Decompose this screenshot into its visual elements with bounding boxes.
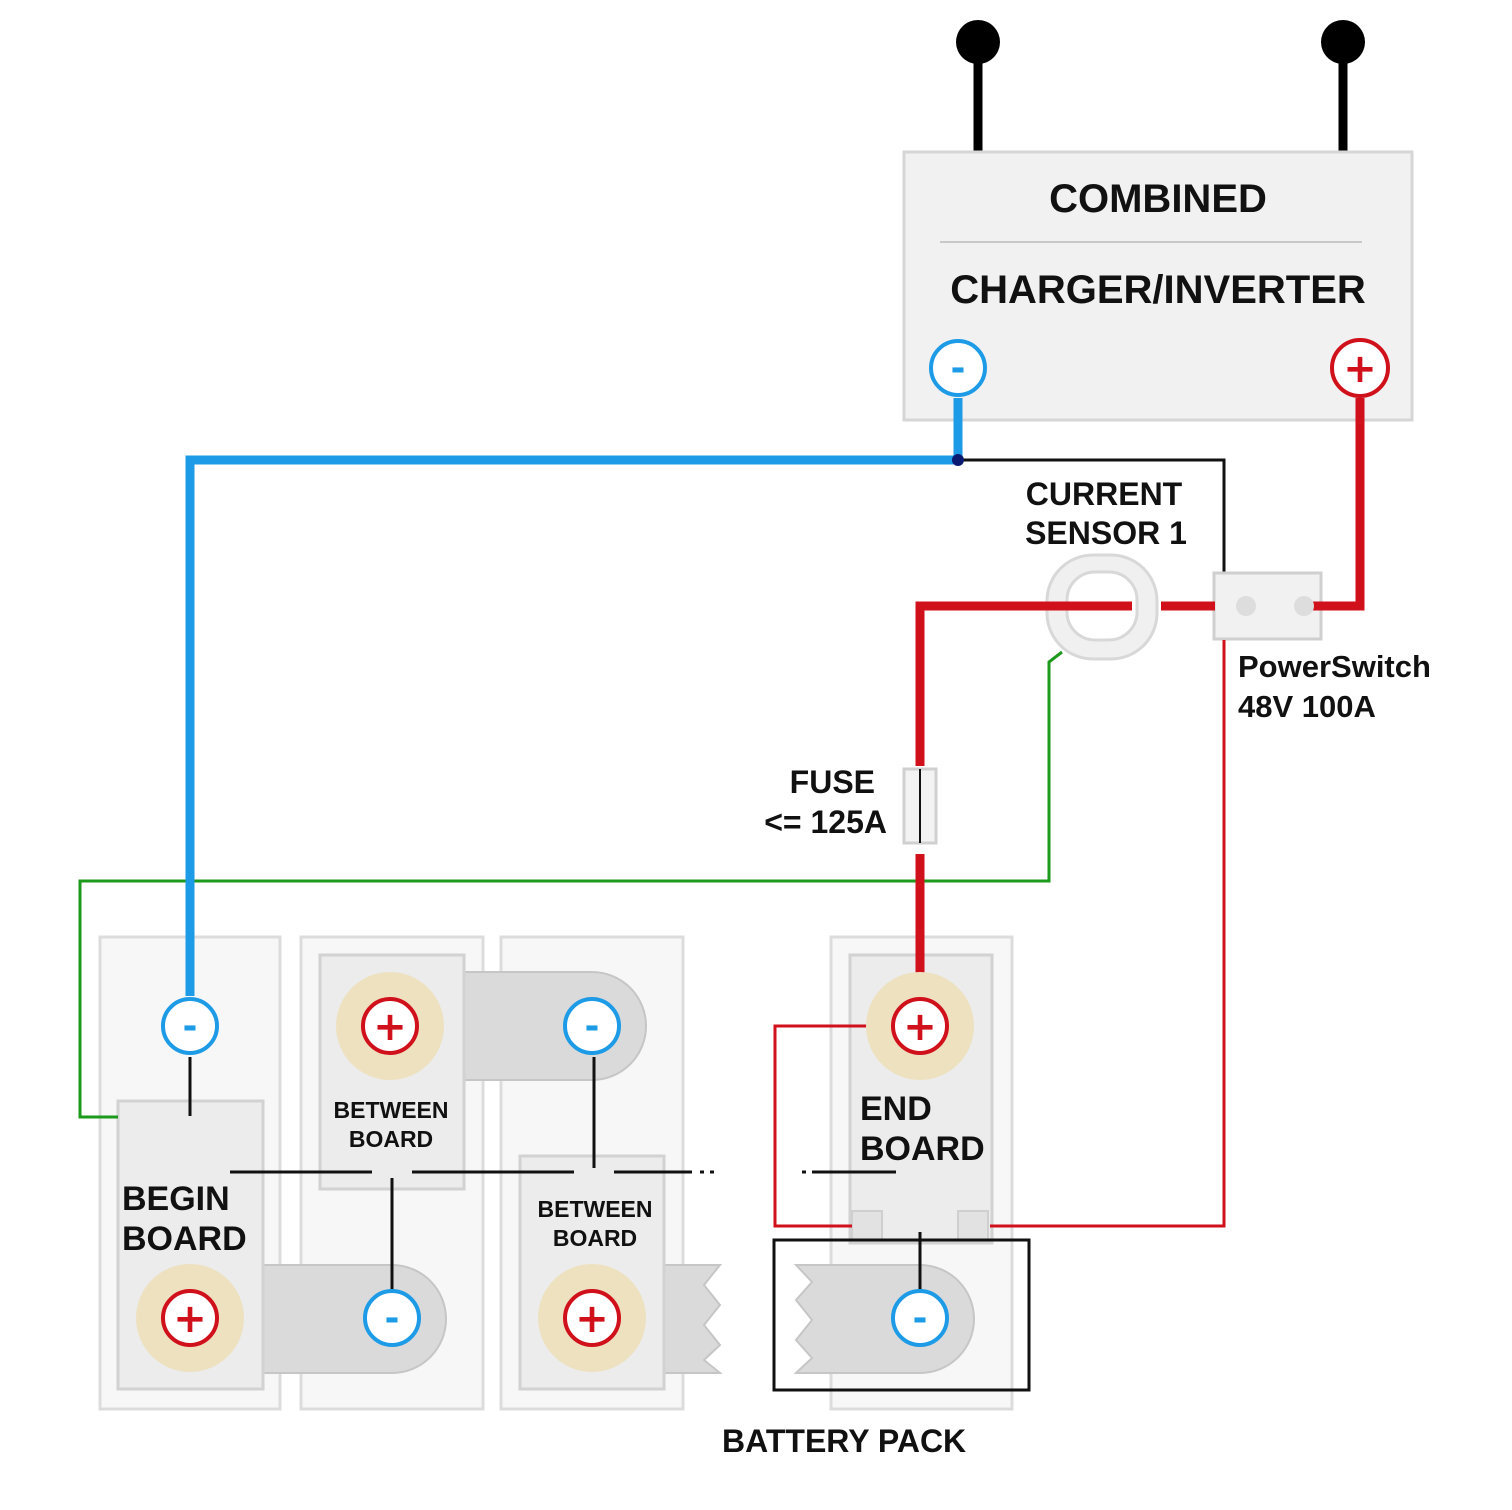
switch-to-endboard-wire (990, 640, 1226, 1228)
between-1-positive-symbol: + (373, 1004, 407, 1050)
charger-negative-terminal (929, 339, 987, 397)
charger-title-line1: COMBINED (1049, 177, 1267, 221)
charger-box (902, 150, 1414, 422)
current-sensor-signal-wire (78, 650, 1063, 1119)
between-board-1-label-line1: BETWEEN (334, 1097, 449, 1123)
thin-red-wires (773, 640, 1226, 1228)
power-switch-label-line2: 48V 100A (1238, 689, 1376, 724)
charger-positive-terminal (1330, 338, 1390, 398)
between-1-negative-terminal (563, 997, 621, 1055)
endboard-positive-sense-wire (773, 1024, 894, 1228)
power-switch-contact-right (1294, 596, 1314, 616)
between-2-negative-terminal (363, 1289, 421, 1347)
between-2-negative-symbol: - (385, 1298, 400, 1339)
between-1-negative-symbol: - (585, 1006, 600, 1047)
end-positive-terminal (891, 997, 949, 1055)
fuse-label-line2: <= 125A (764, 804, 887, 840)
terminals: + + + + - - - - (136, 972, 974, 1372)
begin-positive-symbol: + (173, 1296, 207, 1342)
begin-board-label-line2: BOARD (122, 1220, 247, 1258)
fuse-label-line1: FUSE (790, 764, 875, 800)
positive-cable-sensor-to-fuse (915, 601, 1132, 766)
between-board-1-label-line2: BOARD (349, 1126, 433, 1152)
between-board-2-label-line1: BETWEEN (538, 1196, 653, 1222)
end-board-connector-left (851, 1210, 883, 1242)
end-negative-terminal (891, 1289, 949, 1347)
end-board-label-line2: BOARD (860, 1130, 985, 1168)
ac-terminal-left (956, 20, 1000, 64)
negative-junction-dot (952, 454, 964, 466)
begin-positive-terminal (161, 1289, 219, 1347)
battery-pack-label: BATTERY PACK (722, 1423, 966, 1459)
end-board-label-line1: END (860, 1090, 932, 1128)
negative-main-cable (185, 398, 963, 996)
negative-main-wire (185, 398, 964, 996)
charger-negative-symbol: - (951, 348, 966, 389)
power-switch-contact-left (1236, 596, 1256, 616)
between-board-2-label-line2: BOARD (553, 1225, 637, 1251)
fuse: FUSE <= 125A (764, 764, 938, 845)
end-board-connector-right (957, 1210, 989, 1242)
charger-positive-symbol: + (1343, 346, 1377, 392)
power-switch: PowerSwitch 48V 100A (1212, 571, 1431, 724)
end-positive-symbol: + (903, 1004, 937, 1050)
battery-pack-outline (772, 1238, 1031, 1392)
positive-cable-charger-to-switch (1305, 398, 1365, 611)
between-1-positive-terminal (361, 997, 419, 1055)
charger-title-line2: CHARGER/INVERTER (950, 268, 1366, 312)
between-2-positive-terminal (563, 1289, 621, 1347)
power-switch-label-line1: PowerSwitch (1238, 649, 1431, 684)
power-switch-contacts (1236, 596, 1314, 616)
switch-control-wire (958, 458, 1226, 573)
between-2-positive-symbol: + (575, 1296, 609, 1342)
ac-terminal-right (1321, 20, 1365, 64)
current-sensor-label-line1: CURRENT (1026, 476, 1183, 512)
begin-negative-terminal (161, 997, 219, 1055)
current-sensor: CURRENT SENSOR 1 (1025, 476, 1187, 661)
begin-negative-symbol: - (183, 1006, 198, 1047)
charger-inverter: COMBINED CHARGER/INVERTER - + (902, 20, 1414, 422)
current-sensor-label-line2: SENSOR 1 (1025, 515, 1187, 551)
begin-board-label-line1: BEGIN (122, 1180, 230, 1218)
end-negative-symbol: - (913, 1298, 928, 1339)
signal-wires (188, 458, 1226, 1290)
